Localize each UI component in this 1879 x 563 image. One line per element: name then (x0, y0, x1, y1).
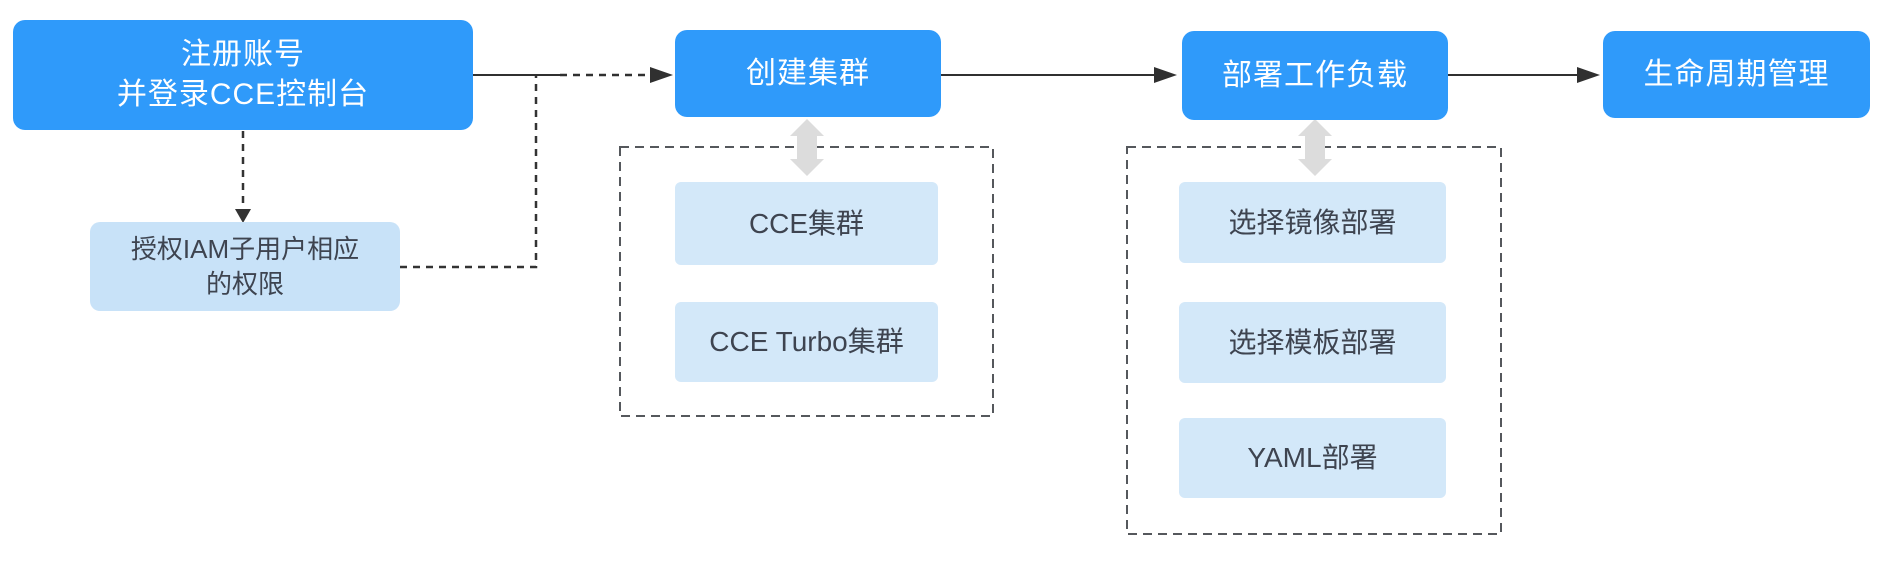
step-label: 部署工作负载 (1222, 58, 1408, 92)
step-lifecycle-management[interactable]: 生命周期管理 (1603, 31, 1870, 118)
option-cce-turbo-cluster[interactable]: CCE Turbo集群 (675, 302, 938, 382)
step-label: 生命周期管理 (1643, 57, 1830, 91)
option-label: YAML部署 (1247, 442, 1378, 473)
double-arrow-icon (790, 119, 824, 176)
iam-to-create-cluster-dashed-line (400, 75, 538, 269)
step-label: 创建集群 (746, 56, 870, 90)
step-create-cluster[interactable]: 创建集群 (675, 30, 941, 117)
double-arrow-icon (1298, 119, 1332, 176)
option-deploy-from-image[interactable]: 选择镜像部署 (1179, 182, 1446, 263)
arrow-right-icon (650, 67, 673, 83)
step-register-login[interactable]: 注册账号 并登录CCE控制台 (13, 20, 473, 130)
option-deploy-yaml[interactable]: YAML部署 (1179, 418, 1446, 498)
step-iam-authorize[interactable]: 授权IAM子用户相应 的权限 (90, 222, 400, 311)
arrow-right-icon (1154, 67, 1177, 83)
arrow-down-icon (235, 209, 251, 223)
arrow-right-icon (1577, 67, 1600, 83)
option-label: 选择镜像部署 (1228, 206, 1397, 238)
option-label: CCE集群 (748, 207, 865, 239)
step-label-line: 注册账号 (181, 38, 305, 71)
option-label: CCE Turbo集群 (709, 326, 904, 357)
option-deploy-from-template[interactable]: 选择模板部署 (1179, 302, 1446, 383)
step-deploy-workload[interactable]: 部署工作负载 (1182, 31, 1448, 120)
step-label-line: 并登录CCE控制台 (116, 78, 370, 111)
option-label: 选择模板部署 (1228, 326, 1397, 358)
option-cce-cluster[interactable]: CCE集群 (675, 182, 938, 265)
step-label-line: 的权限 (205, 268, 284, 299)
step-label-line: 授权IAM子用户相应 (130, 233, 360, 264)
